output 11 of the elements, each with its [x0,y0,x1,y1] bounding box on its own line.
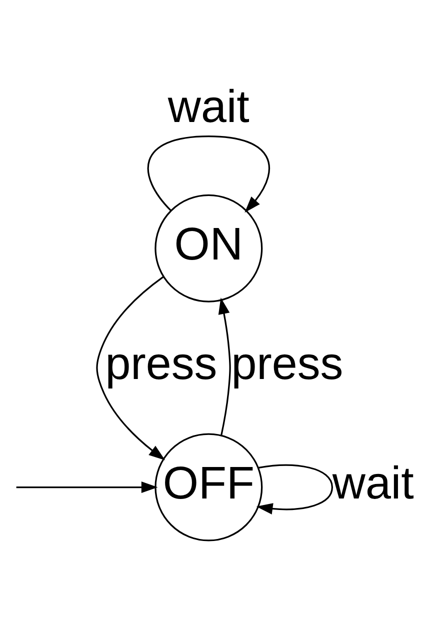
edge-label: press [231,338,344,390]
edge-label: press [105,338,218,390]
arrow [218,298,231,436]
node-circle: ON [154,194,263,302]
edge-label: wait [168,81,250,132]
arrow [16,482,158,493]
node-circle: OFF [154,433,263,542]
arrow [96,276,166,460]
arrow [147,135,270,213]
edge-label: wait [332,458,414,509]
arrow [256,464,334,514]
